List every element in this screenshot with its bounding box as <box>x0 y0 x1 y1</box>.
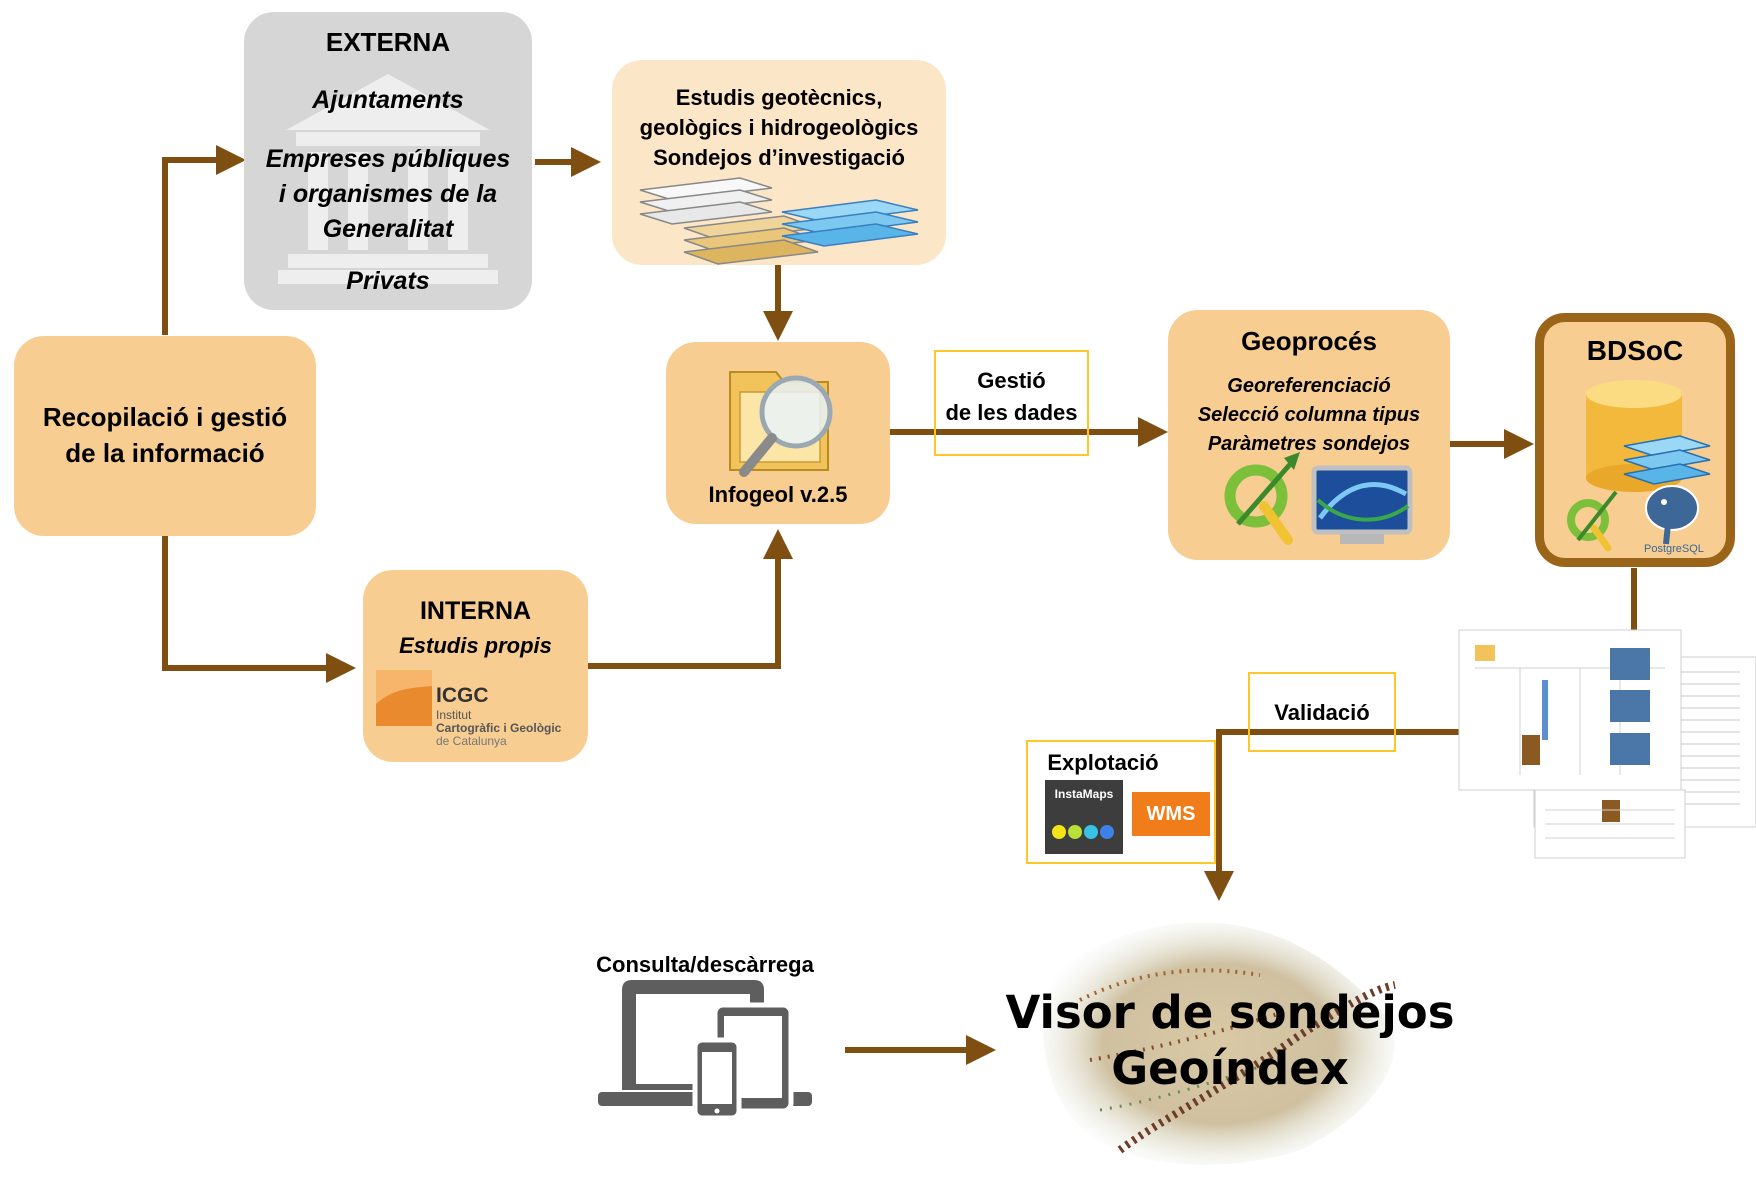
elephant-icon <box>1645 485 1699 545</box>
arrow-interna-to-infogeol <box>588 529 793 669</box>
database-icon <box>1586 380 1711 492</box>
instamaps-dots-icon <box>1052 825 1114 839</box>
building-icon <box>278 74 498 284</box>
icgc-logo-line2: Cartogràfic i Geològic <box>436 721 562 735</box>
visor-title-line1: Visor de sondejos <box>1005 986 1455 1039</box>
externa-item-empreses-l1: Empreses públiques <box>265 145 511 173</box>
gestio-label-line2: de les dades <box>945 400 1078 425</box>
interna-title: INTERNA <box>419 597 532 625</box>
interna-node: INTERNA Estudis propis ICGC Institut Car… <box>363 570 588 762</box>
geoproces-title: Geoprocés <box>1241 326 1377 356</box>
externa-title: EXTERNA <box>325 27 451 57</box>
icgc-logo: ICGC Institut Cartogràfic i Geològic de … <box>376 670 581 752</box>
validacio-label-box: Validació <box>1248 672 1396 752</box>
estudis-line2: geològics i hidrogeològics <box>639 115 919 140</box>
interna-subtitle: Estudis propis <box>399 633 552 658</box>
explotacio-title: Explotació <box>1047 750 1159 775</box>
wms-badge[interactable]: WMS <box>1132 792 1210 836</box>
externa-node: EXTERNA Ajuntaments Empreses públiques i… <box>244 12 532 310</box>
externa-item-empreses-l2: i organismes de la <box>278 180 498 208</box>
icgc-logo-mark <box>376 670 432 726</box>
qgis-icon <box>1224 452 1300 545</box>
consulta-label: Consulta/descàrrega <box>596 952 814 977</box>
icgc-logo-line3: de Catalunya <box>436 734 507 748</box>
geoproces-item3: Paràmetres sondejos <box>1207 433 1411 455</box>
externa-item-privats: Privats <box>346 267 430 295</box>
bdsoc-node: BDSoC PostgreSQL <box>1535 313 1735 567</box>
recopilacio-line1: Recopilació i gestió <box>42 402 288 432</box>
icgc-logo-line1: Institut <box>436 708 472 722</box>
infogeol-label: Infogeol v.2.5 <box>708 482 848 507</box>
gestio-label-line1: Gestió <box>977 368 1046 393</box>
bdsoc-qgis-icon <box>1567 490 1618 552</box>
infogeol-node[interactable]: Infogeol v.2.5 <box>666 342 890 524</box>
arrow-to-externa <box>162 145 246 335</box>
recopilacio-node: Recopilació i gestió de la informació <box>14 336 316 536</box>
geoproces-node: Geoprocés Georeferenciació Selecció colu… <box>1168 310 1450 560</box>
instamaps-label: InstaMaps <box>1054 787 1114 801</box>
bdsoc-title: BDSoC <box>1586 335 1684 366</box>
documents-stack-icon <box>639 177 919 265</box>
recopilacio-line2: de la informació <box>65 438 265 468</box>
estudis-node: Estudis geotècnics, geològics i hidrogeo… <box>612 60 946 265</box>
arrow-to-interna <box>162 535 356 683</box>
geoproces-item1: Georeferenciació <box>1227 375 1391 397</box>
bdsoc-postgres-label: PostgreSQL <box>1644 543 1704 555</box>
externa-item-empreses-l3: Generalitat <box>322 215 454 243</box>
visor-title[interactable]: Visor de sondejos Geoíndex <box>960 985 1500 1097</box>
estudis-line3: Sondejos d’investigació <box>653 145 905 170</box>
visor-title-line2: Geoíndex <box>1111 1042 1349 1095</box>
externa-item-ajuntaments: Ajuntaments <box>312 86 464 114</box>
geoproces-item2: Selecció columna tipus <box>1197 404 1421 426</box>
explotacio-box: Explotació InstaMaps WMS <box>1026 740 1216 864</box>
monitor-icon <box>1311 465 1413 544</box>
search-folder-icon <box>729 371 833 477</box>
icgc-logo-name: ICGC <box>436 684 489 707</box>
instamaps-logo[interactable]: InstaMaps <box>1045 780 1123 854</box>
externa-item-empreses: Empreses públiques i organismes de la Ge… <box>244 142 532 247</box>
validacio-label: Validació <box>1274 700 1370 725</box>
gestio-label-box: Gestió de les dades <box>934 350 1089 456</box>
estudis-line1: Estudis geotècnics, <box>675 85 883 110</box>
